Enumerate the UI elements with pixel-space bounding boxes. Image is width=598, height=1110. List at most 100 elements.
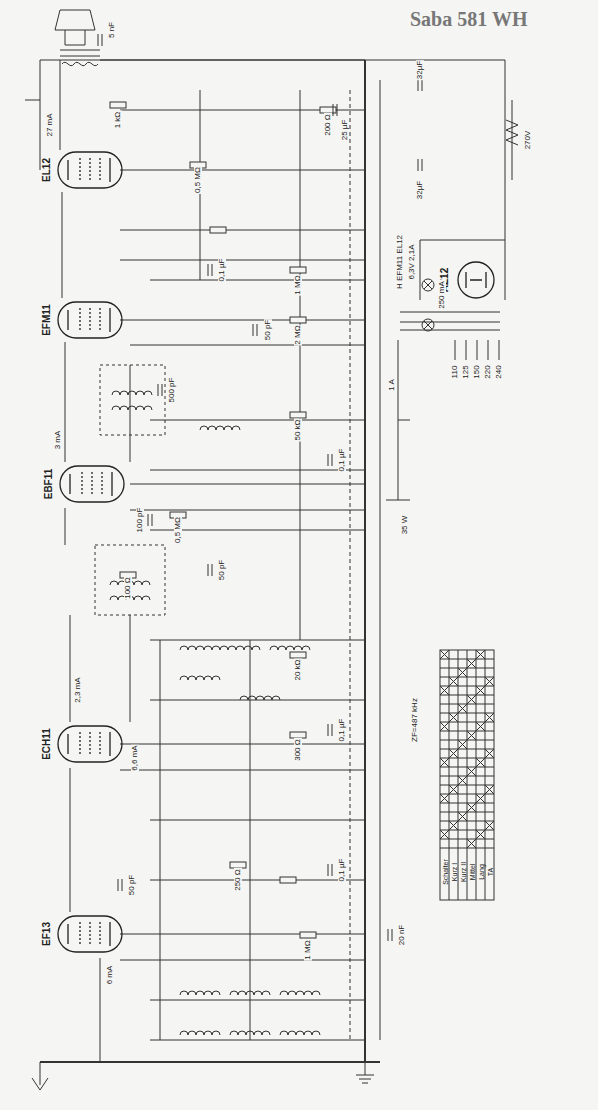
wire (70, 615, 71, 722)
ground-symbol (356, 1062, 374, 1083)
coil-symbol (180, 991, 220, 995)
wire (150, 280, 365, 281)
wire (120, 230, 365, 231)
wire (300, 90, 301, 640)
wire (100, 60, 365, 61)
wire-group (25, 10, 518, 1090)
dial-lamp (424, 321, 432, 329)
table-cross (467, 659, 476, 668)
capacitor-symbol (148, 514, 152, 526)
wire (150, 880, 365, 881)
component-value: 50 pF (264, 319, 272, 341)
component-value: 20 nF (398, 924, 406, 946)
table-cross (440, 758, 449, 767)
tube-label: ECH11 (42, 728, 52, 760)
component-value: 500 pF (168, 377, 176, 404)
coil-symbol (112, 391, 152, 395)
component-value: 100 Ω (124, 576, 132, 600)
table-cross (476, 758, 485, 767)
table-cross (467, 803, 476, 812)
table-cross (476, 650, 485, 659)
coil-symbol (270, 646, 310, 650)
diagram-title: Saba 581 WH (410, 8, 527, 31)
wire (150, 1000, 365, 1001)
component-value: 2 MΩ (294, 324, 302, 345)
wire (150, 820, 365, 821)
capacitor-symbol (98, 34, 102, 46)
output-wire (25, 60, 55, 170)
component-value: 270V (524, 130, 532, 151)
table-cell: Lang (477, 863, 484, 881)
component-value: 1 MΩ (294, 274, 302, 295)
capacitor-symbol (158, 384, 162, 396)
resistor-symbol (230, 862, 246, 868)
agc-line (380, 80, 381, 1040)
table-cross (476, 794, 485, 803)
wire (160, 640, 161, 1040)
table-cross (485, 677, 494, 686)
switch-table (440, 650, 494, 900)
table-cross (476, 722, 485, 731)
vacuum-tube: EFM11 (38, 298, 128, 342)
component-value: 240 (495, 364, 503, 379)
vacuum-tube: EF13 (38, 912, 128, 956)
table-cross (485, 749, 494, 758)
wire (130, 484, 365, 485)
table-cross (467, 839, 476, 848)
screen-line (350, 90, 351, 1040)
antenna-symbol (32, 1062, 48, 1090)
table-cross (458, 812, 467, 821)
component-value: 150 (473, 364, 481, 379)
coil-symbol (180, 646, 220, 650)
dial-lamp (424, 281, 432, 289)
component-value: 32µF (416, 180, 424, 200)
wire (65, 508, 66, 545)
wire (150, 530, 365, 531)
table-cross (458, 776, 467, 785)
resistor-symbol (290, 267, 306, 273)
component-value: 20 kΩ (294, 658, 302, 681)
component-value: 1 MΩ (304, 939, 312, 960)
table-cross (440, 722, 449, 731)
resistor-symbol (290, 732, 306, 738)
table-cross (440, 686, 449, 695)
wire (150, 420, 365, 421)
table-cross (467, 695, 476, 704)
tube-label: EF13 (42, 922, 52, 946)
coil-symbol (230, 991, 270, 995)
table-cell: Kurz I (450, 862, 457, 882)
component-value: 5 nF (108, 21, 116, 39)
component-value: 1 A (388, 378, 396, 392)
generated-wiring (60, 34, 494, 1062)
resistor-symbol (300, 932, 316, 938)
coil-symbol (180, 676, 220, 680)
table-cross (449, 785, 458, 794)
table-cross (440, 650, 449, 659)
component-value: 0,1 µF (338, 858, 346, 883)
wire (120, 320, 365, 321)
dial-lamp (422, 319, 434, 331)
component-value: 50 kΩ (294, 418, 302, 441)
wire (62, 192, 63, 298)
capacitor-symbol (333, 104, 337, 116)
table-cross (440, 794, 449, 803)
component-value: 0,1 µF (338, 448, 346, 473)
component-value: 0,1 µF (338, 718, 346, 743)
wire (100, 958, 101, 1062)
resistor-symbol (110, 102, 126, 108)
capacitor-symbol (208, 564, 212, 576)
coil-symbol (280, 991, 320, 995)
capacitor-symbol (418, 79, 422, 91)
wire (150, 470, 365, 471)
coil-symbol (112, 406, 152, 410)
capacitor-symbol (253, 324, 257, 336)
component-value: 1 kΩ (114, 111, 122, 130)
table-rule (458, 650, 459, 900)
resistor-symbol (280, 877, 296, 883)
wire (120, 170, 365, 171)
field-coil (506, 100, 518, 180)
component-value: 35 W (401, 515, 409, 536)
table-cross (485, 821, 494, 830)
table-cell: Schalter (441, 858, 448, 886)
tube-label: EFM11 (42, 304, 52, 336)
